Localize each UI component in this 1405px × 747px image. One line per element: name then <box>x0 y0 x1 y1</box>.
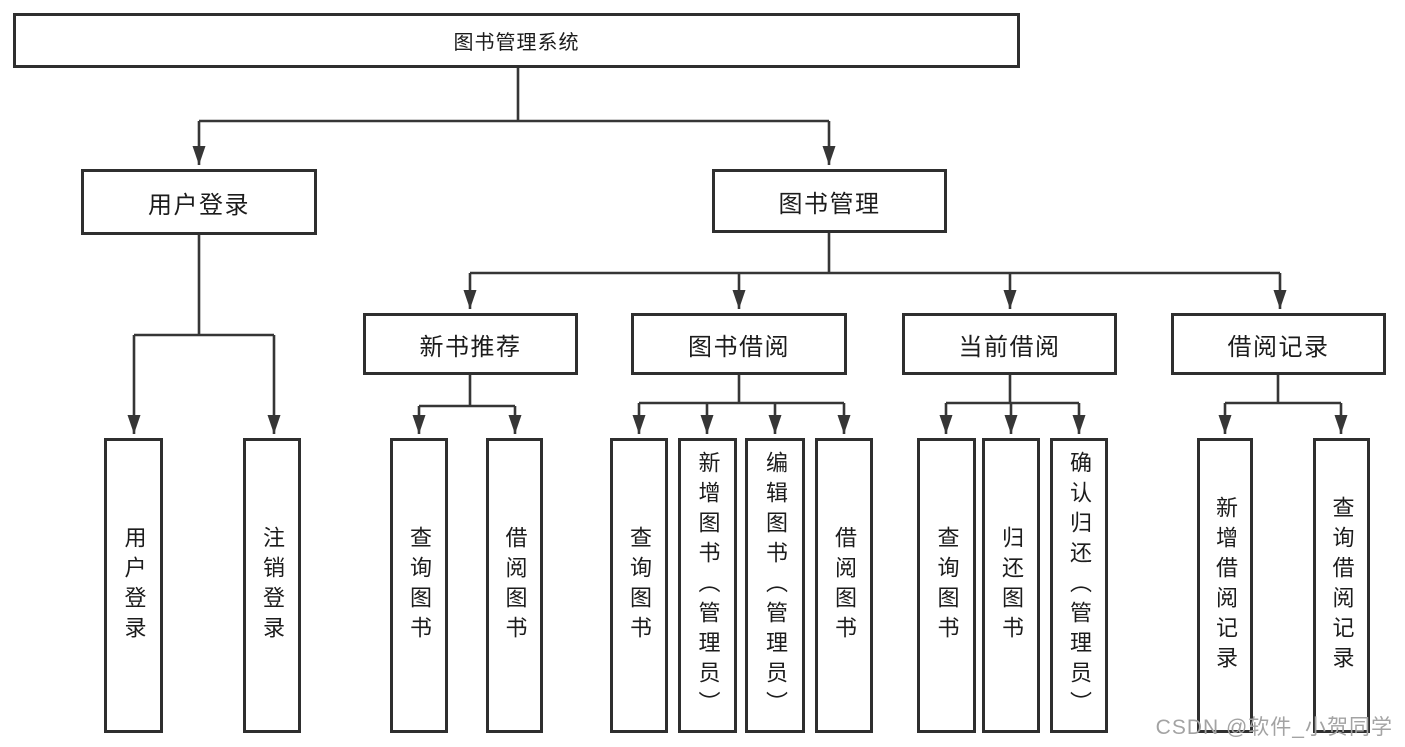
node-new-book-recommend: 新书推荐 <box>363 313 578 375</box>
node-book-management-system: 图书管理系统 <box>13 13 1020 68</box>
node-label: 查询图书 <box>627 525 652 646</box>
node-label: 编辑图书（管理员） <box>763 450 788 721</box>
node-current-borrow: 当前借阅 <box>902 313 1117 375</box>
leaf-edit-book-admin: 编辑图书（管理员） <box>745 438 805 733</box>
leaf-borrow-book: 借阅图书 <box>815 438 873 733</box>
node-label: 借阅记录 <box>1227 333 1330 361</box>
node-book-management: 图书管理 <box>712 169 947 233</box>
node-label: 归还图书 <box>999 525 1024 646</box>
leaf-add-book-admin: 新增图书（管理员） <box>678 438 737 733</box>
csdn-watermark: CSDN @软件_小贺同学 <box>1155 716 1393 739</box>
node-label: 借阅图书 <box>832 525 857 646</box>
leaf-logout: 注销登录 <box>243 438 301 733</box>
node-label: 图书管理 <box>778 190 881 218</box>
node-label: 图书借阅 <box>688 333 790 361</box>
leaf-query-book-recommend: 查询图书 <box>390 438 448 733</box>
node-label: 新增图书（管理员） <box>695 450 721 721</box>
leaf-borrow-book-recommend: 借阅图书 <box>486 438 543 733</box>
node-label: 查询借阅记录 <box>1329 495 1355 676</box>
node-label: 图书管理系统 <box>453 32 580 54</box>
node-label: 新增借阅记录 <box>1213 495 1238 676</box>
node-label: 新书推荐 <box>419 333 522 361</box>
node-label: 用户登录 <box>148 191 250 219</box>
node-label: 确认归还（管理员） <box>1067 450 1092 721</box>
leaf-add-borrow-record: 新增借阅记录 <box>1197 438 1253 733</box>
node-book-borrow: 图书借阅 <box>631 313 847 375</box>
node-label: 用户登录 <box>121 525 147 646</box>
node-label: 当前借阅 <box>958 333 1061 361</box>
node-label: 注销登录 <box>260 525 285 646</box>
node-borrow-record: 借阅记录 <box>1171 313 1386 375</box>
leaf-user-login: 用户登录 <box>104 438 163 733</box>
node-user-login: 用户登录 <box>81 169 317 235</box>
leaf-query-book-borrow: 查询图书 <box>610 438 668 733</box>
leaf-query-borrow-record: 查询借阅记录 <box>1313 438 1370 733</box>
node-label: 查询图书 <box>407 525 432 646</box>
leaf-return-book: 归还图书 <box>982 438 1040 733</box>
leaf-confirm-return-admin: 确认归还（管理员） <box>1050 438 1108 733</box>
leaf-query-book-current: 查询图书 <box>917 438 976 733</box>
node-label: 借阅图书 <box>502 525 528 646</box>
node-label: 查询图书 <box>934 525 960 646</box>
